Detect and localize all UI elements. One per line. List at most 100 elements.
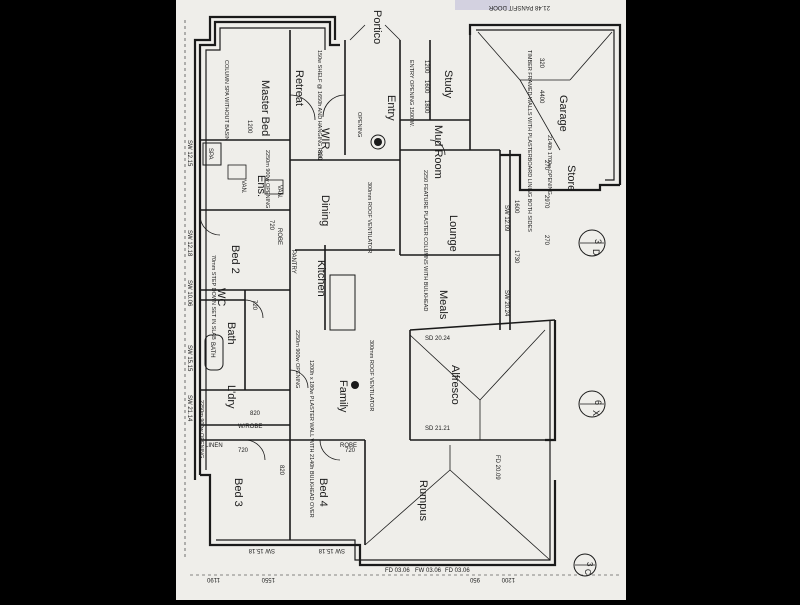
dim-270-b: 270 bbox=[543, 235, 549, 246]
dim-1730: 1730 bbox=[513, 250, 519, 264]
room-garage: Garage bbox=[557, 95, 569, 132]
svg-text:3: 3 bbox=[585, 562, 594, 567]
dim-820-ldry: 820 bbox=[250, 411, 261, 417]
dim-1550: 1550 bbox=[261, 576, 275, 582]
svg-text:3: 3 bbox=[593, 239, 603, 244]
room-bed2: Bed 2 bbox=[229, 245, 241, 274]
kitchen-island bbox=[329, 274, 356, 331]
door-swings bbox=[199, 94, 446, 461]
dim-950: 950 bbox=[469, 576, 480, 582]
note-entry-opening: ENTRY OPENING 1500 W. bbox=[408, 60, 414, 128]
note-feature-plaster: 2250 FEATURE PLASTER COLUMNS WITH BULKHE… bbox=[422, 170, 428, 311]
room-dining: Dining bbox=[319, 195, 331, 226]
note-plaster-wall: 1200h x 180w PLASTER WALL WITH 2140h BUL… bbox=[308, 360, 314, 518]
entry-floor-waste bbox=[370, 134, 386, 150]
entry-floor-waste-dot bbox=[374, 138, 382, 146]
note-opening-family: 2250m 900w OPENING bbox=[294, 330, 300, 388]
dim-720-bed3: 720 bbox=[238, 448, 249, 454]
room-entry: Entry bbox=[385, 95, 397, 121]
code-sw-1209: SW 12.09 bbox=[503, 205, 509, 232]
note-vent-dining: 300mm ROOF VENTILATOR bbox=[366, 182, 372, 253]
dim-720-bed2: 720 bbox=[268, 220, 274, 231]
room-mud-room: Mud Room bbox=[432, 125, 444, 179]
label-bath-fixture: BATH bbox=[209, 342, 215, 358]
dim-270-a: 270 bbox=[543, 160, 549, 171]
room-study: Study bbox=[442, 70, 454, 99]
room-meals: Meals bbox=[437, 290, 449, 320]
room-bed3: Bed 3 bbox=[232, 478, 244, 507]
dim-1800: 1800 bbox=[423, 100, 429, 114]
code-sw-1006: SW 10.06 bbox=[186, 280, 192, 307]
room-store: Store bbox=[565, 165, 577, 191]
label-pantry: PANTRY bbox=[290, 250, 296, 274]
svg-text:D: D bbox=[591, 249, 601, 256]
room-bed4: Bed 4 bbox=[317, 478, 329, 507]
dim-820-bed3: 820 bbox=[278, 465, 284, 476]
room-family: Family bbox=[337, 380, 349, 413]
note-opening-ldry: 2250m 900w OPENING bbox=[198, 400, 204, 458]
alfresco-roof-lines bbox=[349, 24, 551, 561]
label-robe-2: ROBE bbox=[340, 443, 357, 449]
detail-marker-3c: 3 C bbox=[573, 553, 597, 577]
code-sd-2121: SD 21.21 bbox=[425, 426, 451, 432]
svg-text:X: X bbox=[591, 410, 601, 416]
code-fw-0306: FW 03.06 bbox=[415, 568, 442, 574]
code-sw-2024: SW 20.24 bbox=[503, 290, 509, 317]
dim-720-bed4: 720 bbox=[345, 448, 356, 454]
room-master-bed: Master Bed bbox=[259, 80, 271, 136]
garage-roof-lines bbox=[477, 31, 613, 151]
code-fd-0306-a: FD 03.06 bbox=[385, 568, 410, 574]
dim-1190: 1190 bbox=[206, 576, 220, 582]
stamp-mark bbox=[455, 0, 510, 10]
spa-tub bbox=[202, 142, 222, 166]
note-garage-opening: 2140h 1700w OPENING bbox=[546, 135, 552, 195]
dim-720-wc: 720 bbox=[251, 300, 257, 311]
code-sw-1518-a: SW 15.18 bbox=[248, 547, 275, 553]
code-sw-1218: SW 12.18 bbox=[186, 230, 192, 257]
room-ldry: L'dry bbox=[225, 385, 237, 409]
room-lounge: Lounge bbox=[447, 215, 459, 252]
code-sw-1515: SW 15.15 bbox=[186, 345, 192, 372]
room-wir: WIR bbox=[319, 128, 331, 149]
detail-marker-3d: 3 D bbox=[578, 229, 606, 257]
room-portico: Portico bbox=[371, 10, 383, 44]
note-opening-entry: OPENING bbox=[356, 112, 362, 137]
paper-sheet bbox=[176, 0, 626, 600]
code-fd-0306-b: FD 03.06 bbox=[445, 568, 470, 574]
dim-1200-study: 1200 bbox=[423, 60, 429, 74]
label-linen: LINEN bbox=[205, 443, 223, 449]
note-shelf: 150w SHELF @ 1650h AND HANGING RAIL bbox=[316, 50, 322, 160]
room-retreat: Retreat bbox=[293, 70, 305, 106]
dim-1200-bottom: 1200 bbox=[501, 576, 515, 582]
label-spa: SPA bbox=[207, 148, 213, 160]
note-corner-spa: COLUMN SPA WITHOUT BASIN bbox=[223, 60, 229, 141]
dim-1600-lounge: 1600 bbox=[513, 200, 519, 214]
dim-4400: 4400 bbox=[538, 90, 544, 104]
code-sw-1215: SW 12.15 bbox=[186, 140, 192, 167]
vanity-1 bbox=[227, 164, 247, 180]
dim-1200-master: 1200 bbox=[246, 120, 252, 134]
note-step-down: 70mm STEP DOWN SET IN SLAB bbox=[210, 255, 216, 340]
bath-tub bbox=[204, 334, 224, 371]
dim-1600-study: 1600 bbox=[423, 80, 429, 94]
room-ens: Ens. bbox=[255, 175, 267, 197]
dim-820-wir: 820 bbox=[316, 150, 322, 161]
svg-text:6: 6 bbox=[593, 400, 603, 405]
family-vent-dot bbox=[351, 381, 359, 389]
dimension-lines bbox=[184, 20, 620, 576]
label-wrobe: W/ROBE bbox=[238, 424, 262, 430]
room-alfresco: Alfresco bbox=[449, 365, 461, 405]
room-bath: Bath bbox=[225, 322, 237, 345]
vanity-2 bbox=[264, 179, 284, 195]
label-pansfit-door: 21.48 PANSFIT DOOR bbox=[488, 4, 550, 10]
note-vent-family: 300mm ROOF VENTILATOR bbox=[368, 340, 374, 411]
code-fd-2009: FD 20.09 bbox=[494, 455, 500, 480]
label-van-2: VAN. bbox=[276, 185, 282, 199]
note-timber-walls: TIMBER FRAMED WALLS WITH PLASTERBOARD LI… bbox=[526, 50, 532, 232]
code-sw-1518-b: SW 15.18 bbox=[318, 547, 345, 553]
label-van-1: VAN. bbox=[240, 180, 246, 194]
inner-wall-lines bbox=[205, 27, 615, 561]
room-kitchen: Kitchen bbox=[315, 260, 327, 297]
